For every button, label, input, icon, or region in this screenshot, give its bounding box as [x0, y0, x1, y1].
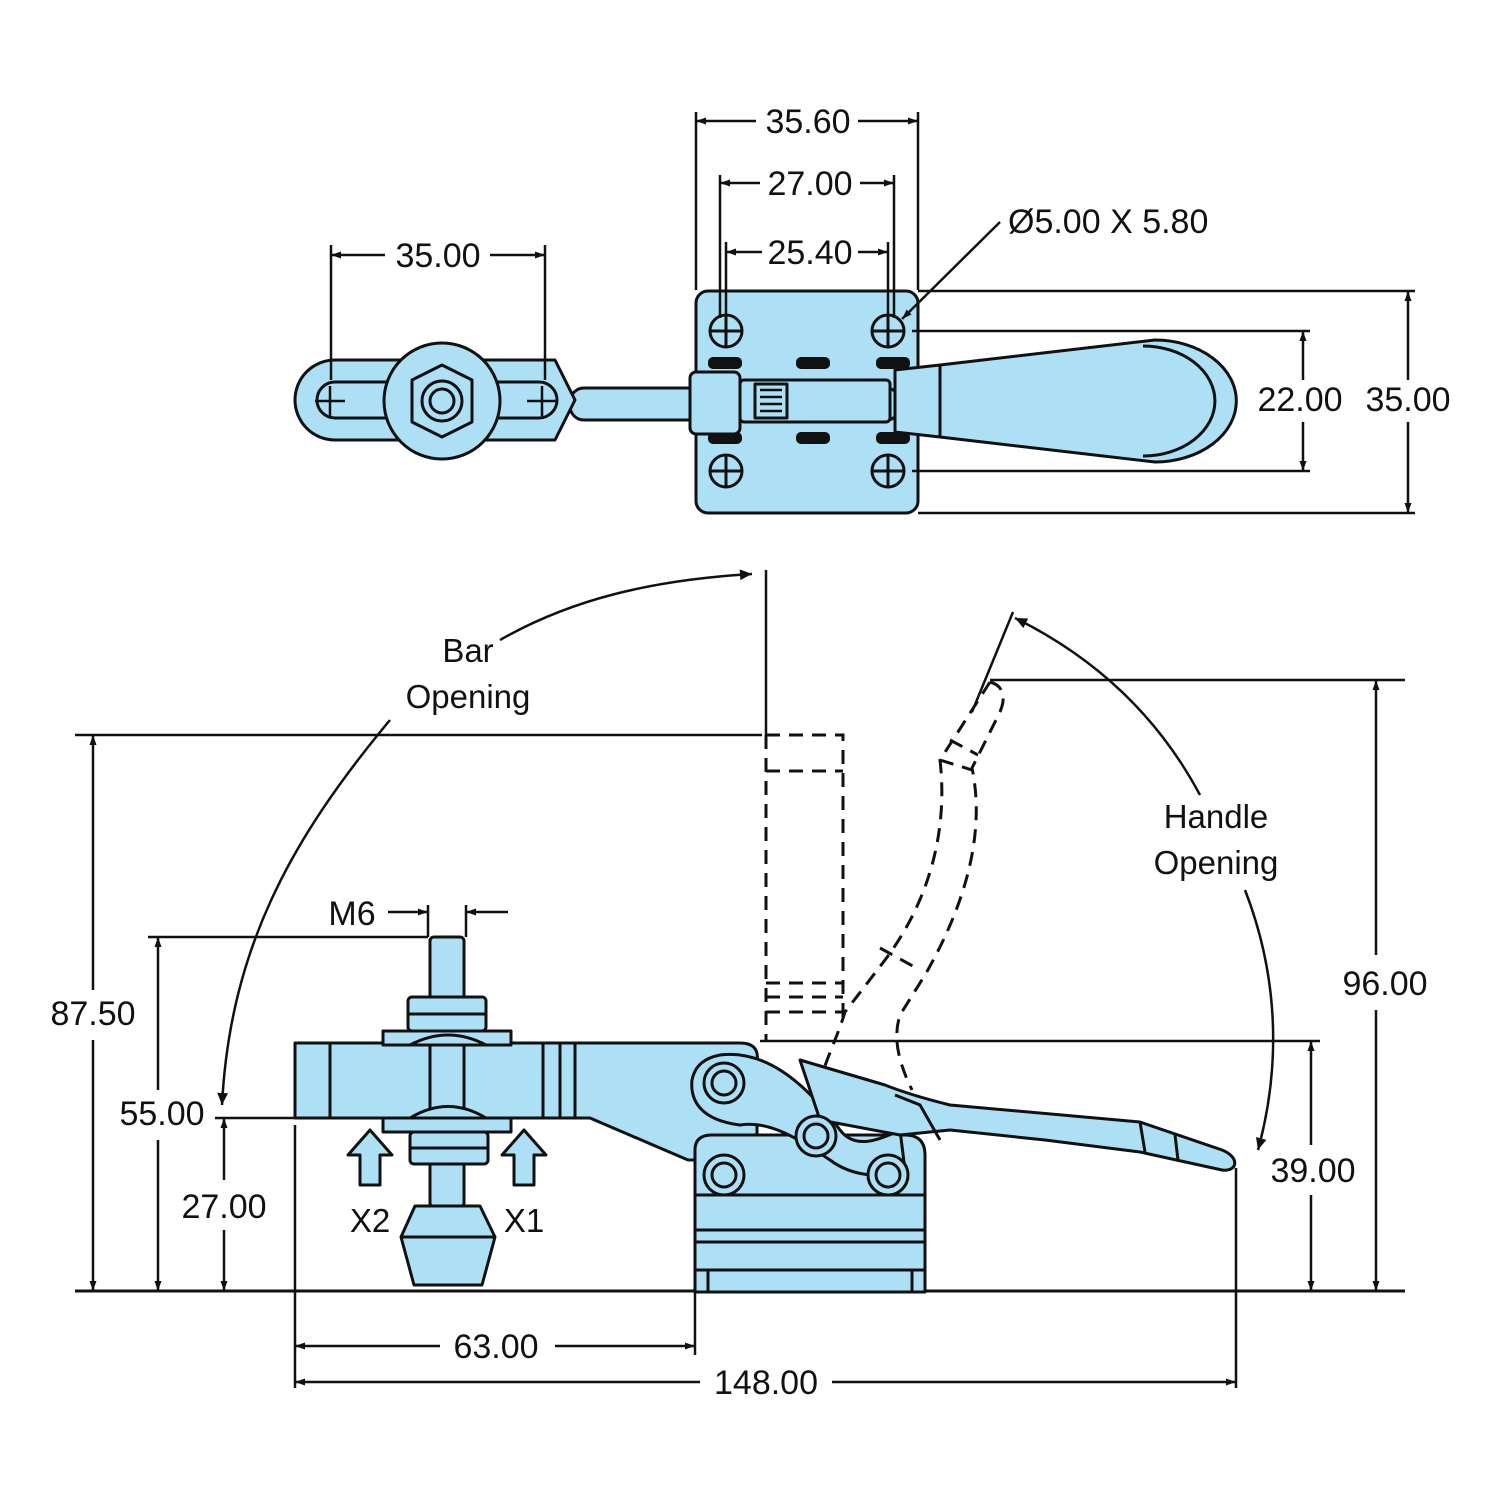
svg-text:63.00: 63.00 [453, 1328, 538, 1366]
svg-text:87.50: 87.50 [50, 995, 135, 1033]
svg-text:96.00: 96.00 [1342, 965, 1427, 1003]
clamp-handle-side [798, 1058, 1237, 1172]
svg-text:27.00: 27.00 [767, 165, 852, 203]
dimension-m6: M6 [328, 895, 508, 937]
bar-opening-indicator: Bar Opening [217, 569, 768, 1106]
dimension-87-50: 87.50 [50, 733, 762, 1291]
bar-open-phantom [764, 733, 845, 1040]
force-label-x2: X2 [350, 1202, 390, 1239]
side-view: X2 X1 Bar Opening Handle Opening M6 [50, 569, 1428, 1402]
svg-text:Opening: Opening [406, 678, 531, 715]
dimension-25-40: 25.40 [724, 234, 890, 318]
svg-text:M6: M6 [328, 895, 375, 933]
pivot-pins [702, 1061, 910, 1197]
svg-text:35.00: 35.00 [1365, 381, 1450, 419]
svg-text:35.60: 35.60 [765, 103, 850, 141]
top-view: 35.60 27.00 25.40 35.00 Ø [293, 103, 1451, 515]
force-label-x1: X1 [504, 1202, 544, 1239]
dimension-35-00-slot: 35.00 [329, 237, 547, 380]
leader-hole-size: Ø5.00 X 5.80 [901, 203, 1208, 320]
dimension-22-00: 22.00 [912, 329, 1343, 473]
dimension-27-00-top: 27.00 [718, 165, 896, 318]
svg-text:148.00: 148.00 [714, 1364, 818, 1402]
svg-text:Opening: Opening [1154, 844, 1279, 881]
svg-text:25.40: 25.40 [767, 234, 852, 272]
svg-text:Handle: Handle [1164, 798, 1269, 835]
handle-open-phantom [820, 680, 1005, 1091]
force-arrows: X2 X1 [346, 1128, 548, 1239]
svg-text:55.00: 55.00 [119, 1095, 204, 1133]
svg-text:35.00: 35.00 [395, 237, 480, 275]
handle-top [893, 338, 1238, 464]
svg-text:27.00: 27.00 [181, 1188, 266, 1226]
mounting-holes-top [708, 313, 906, 489]
dimension-63-00: 63.00 [293, 1125, 697, 1388]
clamp-arm-side [293, 1041, 759, 1162]
dimension-148-00: 148.00 [295, 1168, 1238, 1402]
svg-text:Ø5.00 X 5.80: Ø5.00 X 5.80 [1008, 203, 1208, 241]
dimension-55-00: 55.00 [119, 935, 428, 1291]
spindle-assembly [381, 935, 513, 1287]
dimension-35-00-depth: 35.00 [918, 289, 1451, 515]
spindle-tip [399, 1204, 497, 1287]
dimension-96-00: 96.00 [990, 678, 1428, 1291]
dimension-39-00: 39.00 [760, 1039, 1356, 1291]
handle-opening-indicator: Handle Opening [970, 611, 1279, 1151]
svg-text:Bar: Bar [442, 632, 493, 669]
dimension-35-60: 35.60 [694, 103, 920, 290]
svg-text:39.00: 39.00 [1270, 1152, 1355, 1190]
dimension-27-00-side: 27.00 [181, 1116, 295, 1291]
svg-text:22.00: 22.00 [1257, 381, 1342, 419]
